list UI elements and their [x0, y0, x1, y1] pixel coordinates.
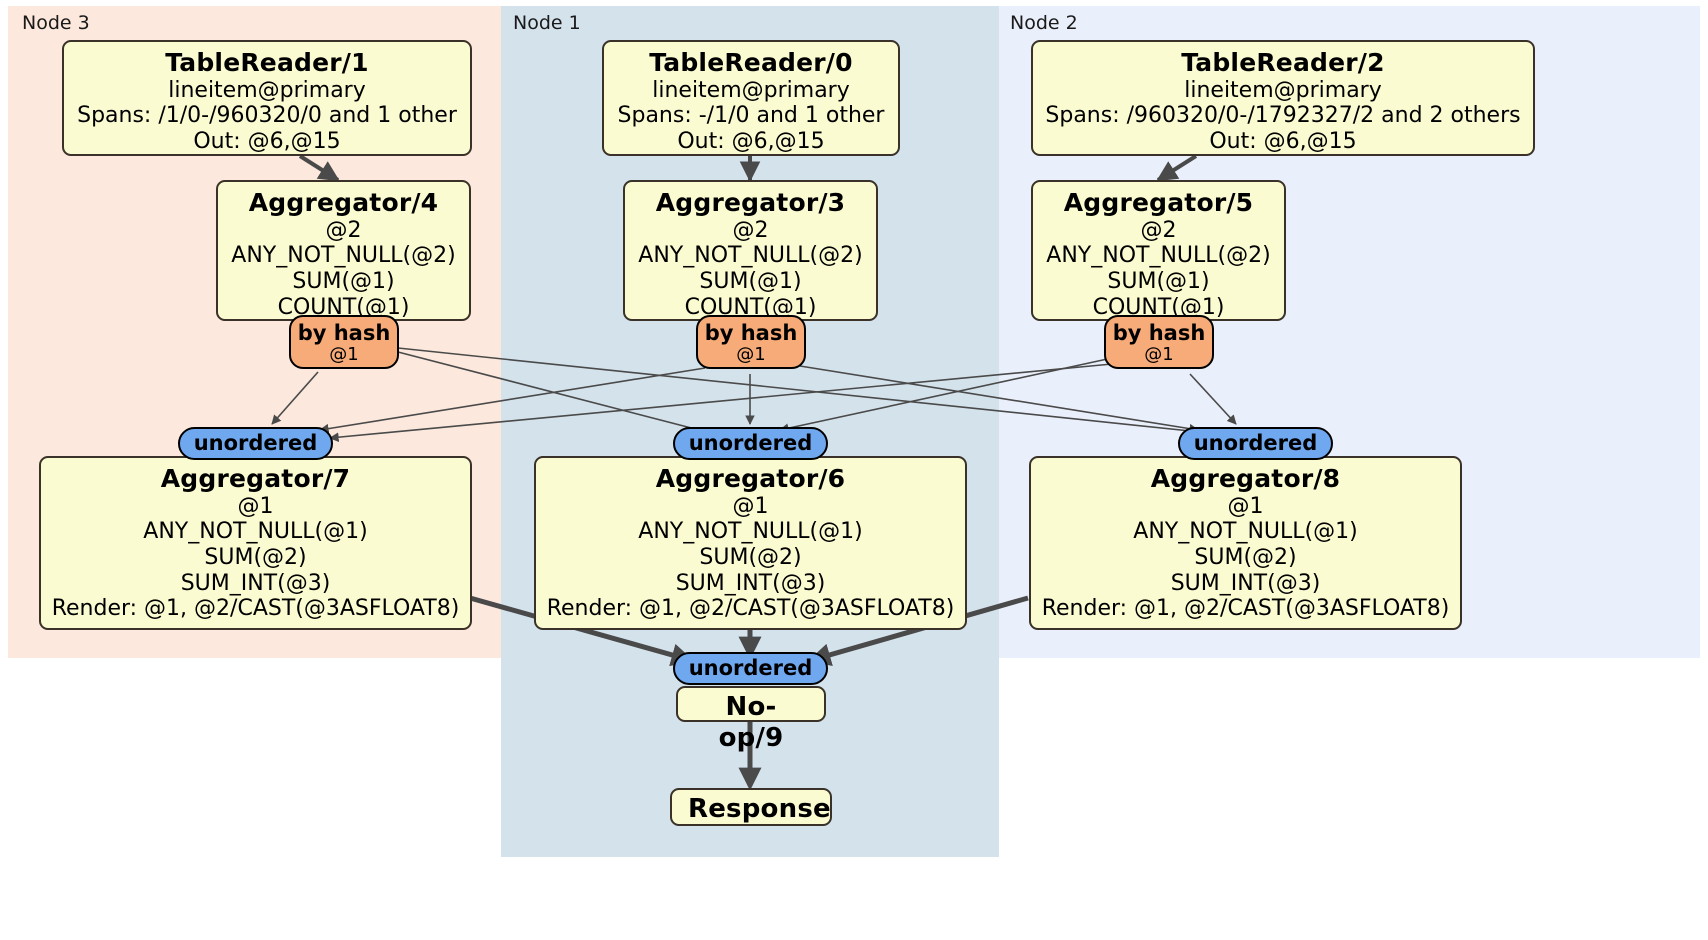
- aggregator-7-agg-3: SUM_INT(@3): [180, 570, 331, 596]
- aggregator-5-groupby: @2: [1140, 217, 1177, 243]
- processor-aggregator-8[interactable]: Aggregator/8 @1 ANY_NOT_NULL(@1) SUM(@2)…: [1029, 456, 1462, 630]
- processor-aggregator-3[interactable]: Aggregator/3 @2 ANY_NOT_NULL(@2) SUM(@1)…: [623, 180, 878, 321]
- aggregator-4-agg-2: SUM(@1): [292, 268, 395, 294]
- processor-aggregator-4[interactable]: Aggregator/4 @2 ANY_NOT_NULL(@2) SUM(@1)…: [216, 180, 471, 321]
- aggregator-5-agg-1: ANY_NOT_NULL(@2): [1046, 243, 1271, 269]
- synchronizer-unordered-center[interactable]: unordered: [673, 427, 828, 460]
- aggregator-3-groupby: @2: [732, 217, 769, 243]
- aggregator-8-title: Aggregator/8: [1150, 464, 1341, 493]
- aggregator-7-agg-2: SUM(@2): [204, 544, 307, 570]
- processor-aggregator-7[interactable]: Aggregator/7 @1 ANY_NOT_NULL(@1) SUM(@2)…: [39, 456, 472, 630]
- aggregator-4-groupby: @2: [325, 217, 362, 243]
- table-reader-2-out: Out: @6,@15: [1209, 128, 1357, 154]
- table-reader-1-title: TableReader/1: [165, 48, 369, 77]
- response-title: Response: [688, 794, 831, 824]
- aggregator-5-title: Aggregator/5: [1063, 188, 1254, 217]
- router-by-hash-right-column: @1: [1144, 343, 1174, 365]
- aggregator-8-agg-3: SUM_INT(@3): [1170, 570, 1321, 596]
- aggregator-4-agg-1: ANY_NOT_NULL(@2): [231, 243, 456, 269]
- processor-no-op-9[interactable]: No-op/9: [676, 686, 826, 753]
- router-by-hash-center[interactable]: by hash @1: [696, 315, 806, 369]
- aggregator-7-title: Aggregator/7: [160, 464, 351, 493]
- synchronizer-unordered-right[interactable]: unordered: [1178, 427, 1333, 460]
- synchronizer-unordered-left-label: unordered: [193, 431, 318, 456]
- table-reader-1-out: Out: @6,@15: [193, 128, 341, 154]
- processor-response[interactable]: Response: [670, 788, 832, 826]
- aggregator-6-title: Aggregator/6: [655, 464, 846, 493]
- aggregator-4-title: Aggregator/4: [248, 188, 439, 217]
- table-reader-1-table: lineitem@primary: [168, 77, 366, 103]
- aggregator-3-agg-1: ANY_NOT_NULL(@2): [638, 243, 863, 269]
- synchronizer-unordered-center-label: unordered: [688, 431, 813, 456]
- region-label-node-1: Node 1: [513, 12, 581, 34]
- processor-aggregator-5[interactable]: Aggregator/5 @2 ANY_NOT_NULL(@2) SUM(@1)…: [1031, 180, 1286, 321]
- aggregator-8-render: Render: @1, @2/CAST(@3ASFLOAT8): [1041, 596, 1450, 622]
- no-op-9-title: No-op/9: [718, 692, 784, 753]
- processor-table-reader-0[interactable]: TableReader/0 lineitem@primary Spans: -/…: [602, 40, 900, 156]
- region-label-node-3: Node 3: [22, 12, 90, 34]
- aggregator-6-render: Render: @1, @2/CAST(@3ASFLOAT8): [546, 596, 955, 622]
- table-reader-2-table: lineitem@primary: [1184, 77, 1382, 103]
- aggregator-7-render: Render: @1, @2/CAST(@3ASFLOAT8): [51, 596, 460, 622]
- aggregator-6-groupby: @1: [732, 493, 769, 519]
- table-reader-2-spans: Spans: /960320/0-/1792327/2 and 2 others: [1045, 103, 1521, 129]
- synchronizer-unordered-right-label: unordered: [1193, 431, 1318, 456]
- router-by-hash-left-label: by hash: [297, 320, 391, 345]
- aggregator-8-groupby: @1: [1227, 493, 1264, 519]
- aggregator-3-title: Aggregator/3: [655, 188, 846, 217]
- table-reader-2-title: TableReader/2: [1181, 48, 1385, 77]
- table-reader-0-out: Out: @6,@15: [677, 128, 825, 154]
- router-by-hash-center-label: by hash: [704, 320, 798, 345]
- router-by-hash-left-column: @1: [329, 343, 359, 365]
- processor-table-reader-2[interactable]: TableReader/2 lineitem@primary Spans: /9…: [1031, 40, 1535, 156]
- aggregator-3-agg-2: SUM(@1): [699, 268, 802, 294]
- synchronizer-unordered-left[interactable]: unordered: [178, 427, 333, 460]
- table-reader-0-spans: Spans: -/1/0 and 1 other: [617, 103, 885, 129]
- table-reader-0-table: lineitem@primary: [652, 77, 850, 103]
- table-reader-1-spans: Spans: /1/0-/960320/0 and 1 other: [77, 103, 457, 129]
- router-by-hash-center-column: @1: [736, 343, 766, 365]
- aggregator-7-agg-1: ANY_NOT_NULL(@1): [143, 519, 368, 545]
- aggregator-7-groupby: @1: [237, 493, 274, 519]
- aggregator-8-agg-1: ANY_NOT_NULL(@1): [1133, 519, 1358, 545]
- synchronizer-unordered-final[interactable]: unordered: [673, 652, 828, 685]
- aggregator-6-agg-1: ANY_NOT_NULL(@1): [638, 519, 863, 545]
- region-label-node-2: Node 2: [1010, 12, 1078, 34]
- processor-table-reader-1[interactable]: TableReader/1 lineitem@primary Spans: /1…: [62, 40, 472, 156]
- aggregator-6-agg-3: SUM_INT(@3): [675, 570, 826, 596]
- router-by-hash-left[interactable]: by hash @1: [289, 315, 399, 369]
- table-reader-0-title: TableReader/0: [649, 48, 853, 77]
- synchronizer-unordered-final-label: unordered: [688, 656, 813, 681]
- aggregator-5-agg-2: SUM(@1): [1107, 268, 1210, 294]
- aggregator-6-agg-2: SUM(@2): [699, 544, 802, 570]
- router-by-hash-right-label: by hash: [1112, 320, 1206, 345]
- processor-aggregator-6[interactable]: Aggregator/6 @1 ANY_NOT_NULL(@1) SUM(@2)…: [534, 456, 967, 630]
- router-by-hash-right[interactable]: by hash @1: [1104, 315, 1214, 369]
- aggregator-8-agg-2: SUM(@2): [1194, 544, 1297, 570]
